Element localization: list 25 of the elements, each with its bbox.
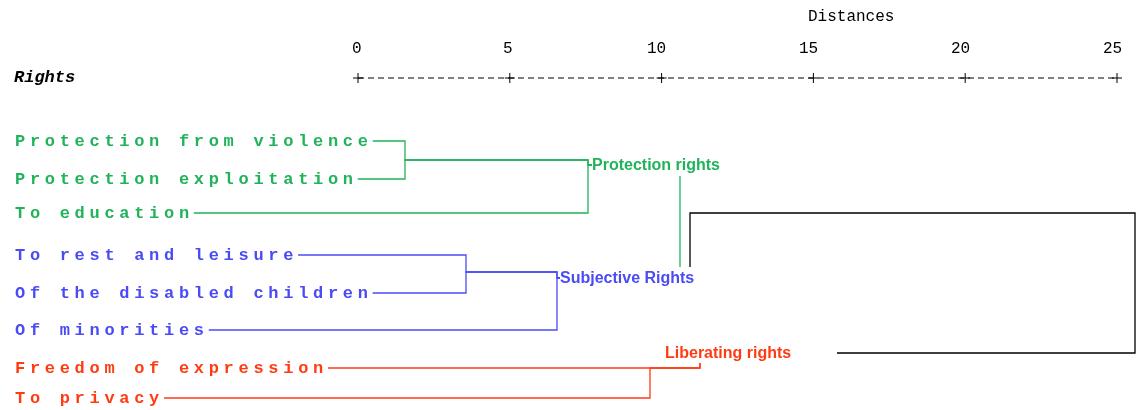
dendrogram-line [689, 212, 1136, 354]
dendrogram-line [163, 362, 701, 399]
leaf-label: Protection exploitation [15, 168, 358, 190]
tick-label: 10 [647, 40, 667, 58]
leaf-label: Of minorities [15, 319, 209, 341]
leaf-label: To education [15, 202, 194, 224]
leaf-label: Protection from violence [15, 130, 373, 152]
axis-title: Distances [808, 8, 895, 26]
dendrogram-line [208, 277, 561, 331]
leaf-label: Of the disabled children [15, 282, 373, 304]
dendrogram-line [193, 164, 593, 214]
cluster-label: Liberating rights [665, 343, 837, 363]
dendrogram-line [372, 271, 561, 294]
tick-label: 5 [503, 40, 513, 58]
tick-label: 20 [951, 40, 971, 58]
tick-label: 25 [1103, 40, 1123, 58]
row-heading: Rights [14, 68, 76, 87]
cluster-label: Protection rights [592, 154, 768, 176]
tick-label: 15 [799, 40, 819, 58]
leaf-label: Freedom of expression [15, 357, 328, 379]
leaf-label: To rest and leisure [15, 244, 299, 266]
cluster-label: Subjective Rights [560, 267, 705, 289]
leaf-label: To privacy [15, 387, 165, 409]
dendrogram-line [679, 175, 681, 268]
tick-label: 0 [352, 40, 362, 58]
